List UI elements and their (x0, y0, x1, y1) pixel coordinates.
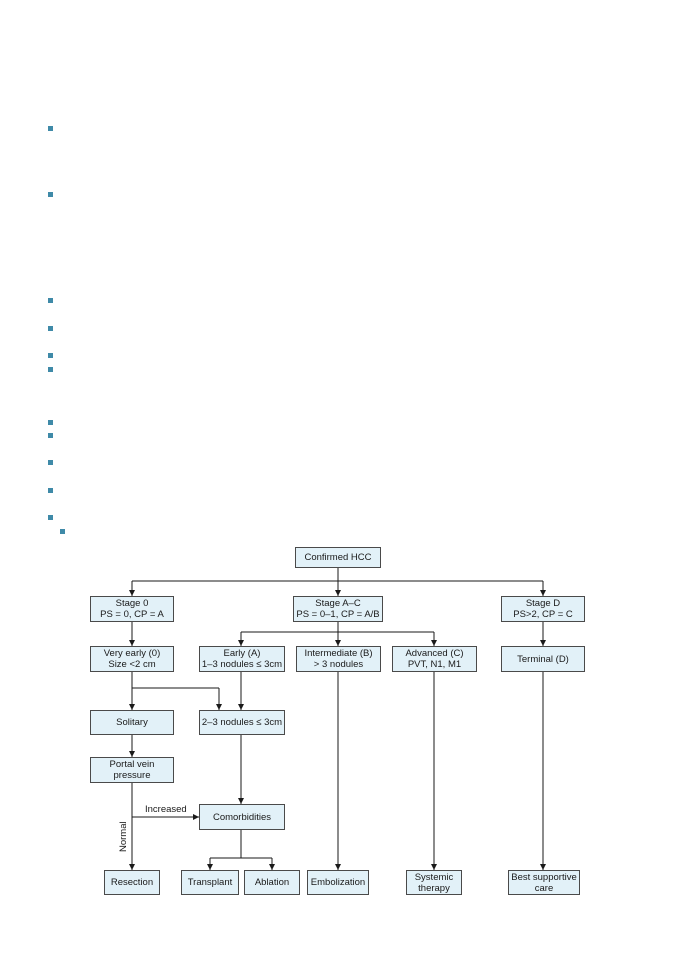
node-confirmed-hcc: Confirmed HCC (295, 547, 381, 568)
bullet-marker (48, 298, 53, 303)
node-comorbidities: Comorbidities (199, 804, 285, 830)
edge-label-increased: Increased (145, 804, 187, 815)
node-terminal: Terminal (D) (501, 646, 585, 672)
node-embolization: Embolization (307, 870, 369, 895)
node-stage-d: Stage D PS>2, CP = C (501, 596, 585, 622)
node-transplant: Transplant (181, 870, 239, 895)
node-advanced: Advanced (C) PVT, N1, M1 (392, 646, 477, 672)
node-very-early: Very early (0) Size <2 cm (90, 646, 174, 672)
node-intermediate: Intermediate (B) > 3 nodules (296, 646, 381, 672)
bullet-marker (60, 529, 65, 534)
bullet-marker (48, 367, 53, 372)
bullet-marker (48, 326, 53, 331)
node-early: Early (A) 1–3 nodules ≤ 3cm (199, 646, 285, 672)
node-two-three-nodules: 2–3 nodules ≤ 3cm (199, 710, 285, 735)
node-stage-a-c: Stage A–C PS = 0–1, CP = A/B (293, 596, 383, 622)
node-resection: Resection (104, 870, 160, 895)
node-systemic-therapy: Systemic therapy (406, 870, 462, 895)
bullet-marker (48, 460, 53, 465)
bullet-marker (48, 192, 53, 197)
bullet-marker (48, 353, 53, 358)
node-portal-vein-pressure: Portal vein pressure (90, 757, 174, 783)
bullet-marker (48, 433, 53, 438)
bullet-marker (48, 420, 53, 425)
bullet-marker (48, 126, 53, 131)
bullet-marker (48, 488, 53, 493)
node-solitary: Solitary (90, 710, 174, 735)
node-best-supportive-care: Best supportive care (508, 870, 580, 895)
edge-label-normal: Normal (118, 821, 129, 852)
node-stage-0: Stage 0 PS = 0, CP = A (90, 596, 174, 622)
bullet-marker (48, 515, 53, 520)
node-ablation: Ablation (244, 870, 300, 895)
